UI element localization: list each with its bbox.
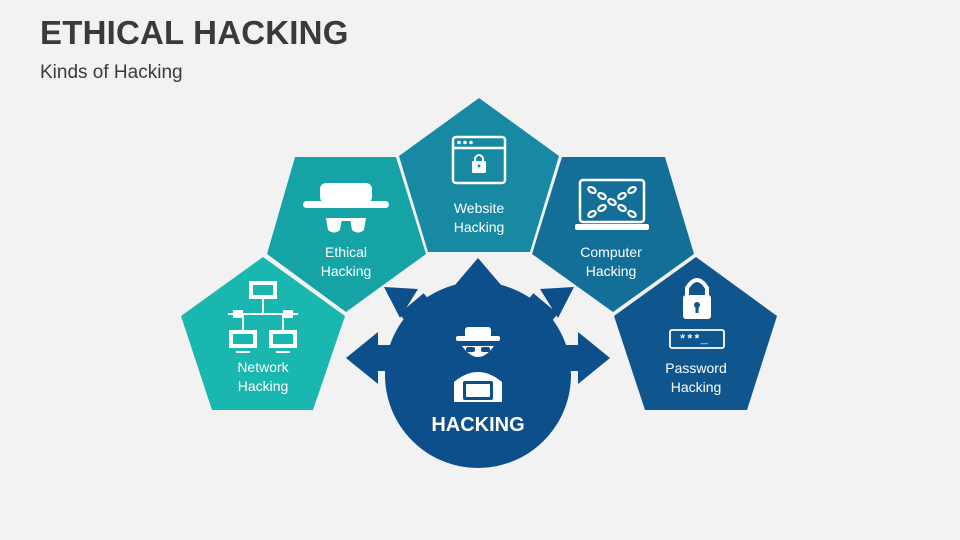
hub-label: HACKING <box>431 414 524 436</box>
segment-network-line1: Network <box>237 359 289 375</box>
segment-website-line1: Website <box>454 200 505 216</box>
hat-glasses-icon <box>303 183 389 233</box>
page-title: ETHICAL HACKING <box>40 14 349 51</box>
page-subtitle: Kinds of Hacking <box>40 62 183 83</box>
segment-password-hacking: ***_ Password Hacking <box>614 257 777 410</box>
segment-ethical-hacking: Ethical Hacking <box>267 157 426 312</box>
laptop-chain-icon <box>575 178 649 230</box>
segment-ethical-line1: Ethical <box>325 244 367 260</box>
segment-computer-line1: Computer <box>580 244 642 260</box>
segment-network-line2: Hacking <box>238 378 289 394</box>
segment-password-line1: Password <box>665 360 726 376</box>
segment-website-hacking: Website Hacking <box>399 98 559 252</box>
padlock-password-icon: ***_ <box>669 278 725 349</box>
browser-lock-icon <box>451 135 507 185</box>
segment-network-hacking: Network Hacking <box>181 257 345 410</box>
segment-ethical-line2: Hacking <box>321 263 372 279</box>
network-icon <box>228 281 298 353</box>
password-field-text: ***_ <box>679 333 709 347</box>
segment-website-line2: Hacking <box>454 219 505 235</box>
hub-shape <box>346 258 610 468</box>
segment-computer-line2: Hacking <box>586 263 637 279</box>
hub: HACKING <box>346 258 610 468</box>
segment-password-line2: Hacking <box>671 379 722 395</box>
hacker-icon <box>454 327 502 402</box>
segment-computer-hacking: Computer Hacking <box>532 157 694 312</box>
